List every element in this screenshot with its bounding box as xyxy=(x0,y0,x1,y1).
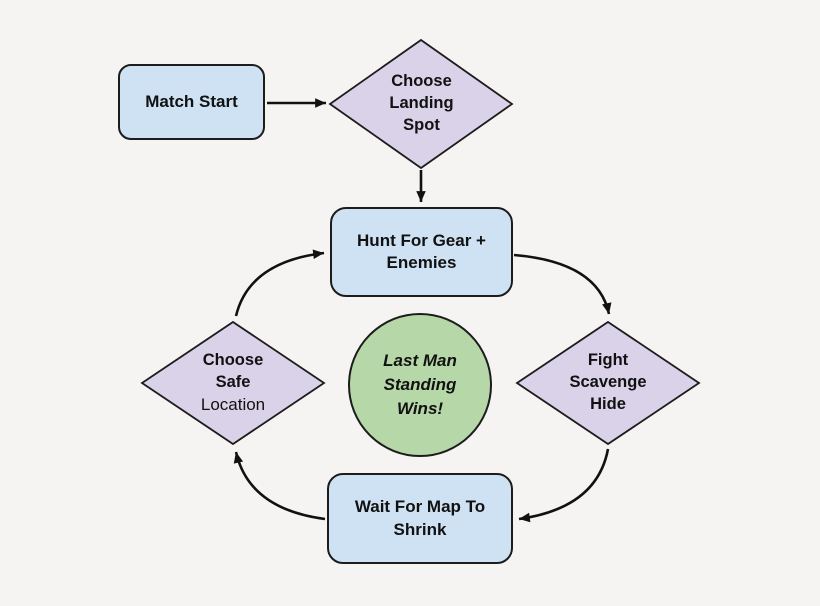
node-hunt-for-gear: Hunt For Gear + Enemies xyxy=(330,207,513,297)
diamond-shape-choose-safe-location xyxy=(140,320,326,446)
wait-for-map-label: Wait For Map To Shrink xyxy=(354,497,486,539)
arrow-fight-to-wait xyxy=(518,448,610,523)
diamond-shape-choose-landing-spot xyxy=(328,38,514,170)
hunt-for-gear-label: Hunt For Gear + Enemies xyxy=(357,230,486,272)
arrow-wait-to-safe-location xyxy=(233,451,326,521)
node-match-start: Match Start xyxy=(118,64,265,140)
match-start-label: Match Start xyxy=(145,91,238,111)
arrow-hunt-to-fight xyxy=(513,253,612,315)
last-man-standing-label: Last Man Standing Wins! xyxy=(383,350,457,419)
arrow-safe-location-to-hunt xyxy=(234,249,325,317)
node-wait-for-map: Wait For Map To Shrink xyxy=(327,473,513,564)
node-last-man-standing: Last Man Standing Wins! xyxy=(348,313,492,457)
diamond-shape-fight-scavenge-hide xyxy=(515,320,701,446)
